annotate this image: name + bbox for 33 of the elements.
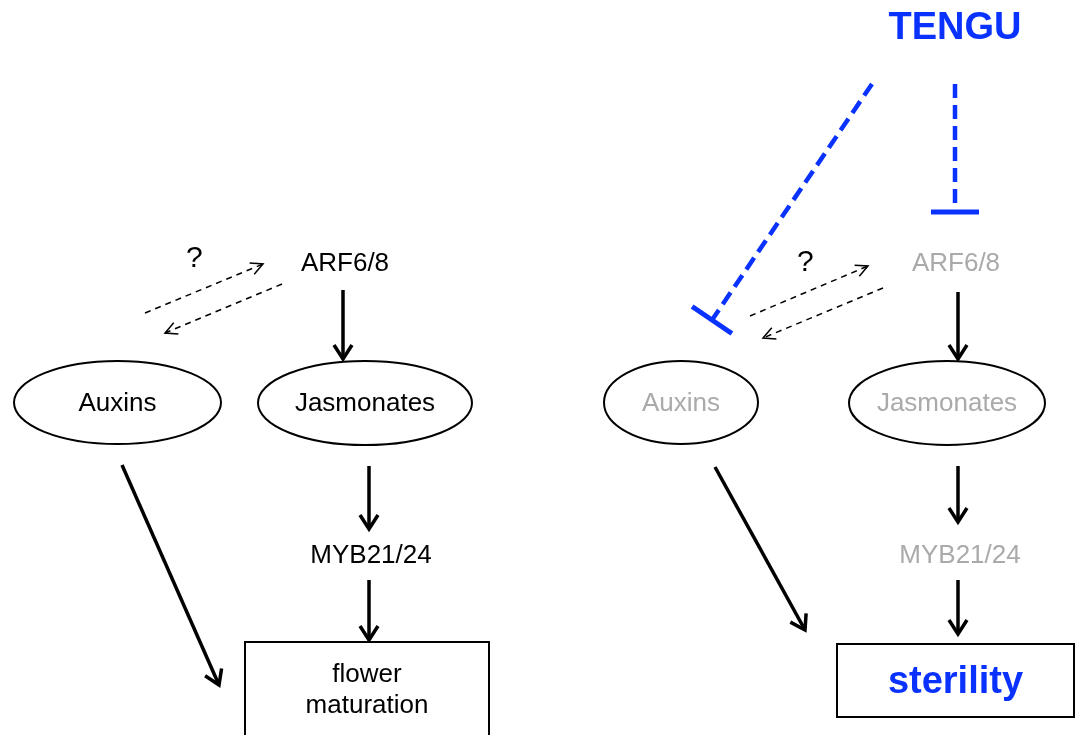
- question-mark-label: ?: [797, 244, 814, 278]
- node-text: Jasmonates: [876, 387, 1018, 419]
- dashed-arrow: [144, 262, 264, 314]
- outcome-box: [244, 641, 490, 735]
- hormone-ellipse: [257, 360, 473, 446]
- arrow: [947, 580, 969, 636]
- arrow: [120, 464, 224, 687]
- arrow: [713, 466, 808, 632]
- gene-label: TENGU: [870, 4, 1040, 50]
- node-text: flower maturation: [304, 657, 430, 721]
- arrow: [947, 466, 969, 524]
- node-text: sterility: [886, 657, 1025, 703]
- inhibition-line: [928, 84, 982, 215]
- hormone-ellipse: [603, 360, 759, 445]
- gene-label: MYB21/24: [884, 536, 1036, 574]
- hormone-ellipse: [13, 360, 222, 445]
- dashed-arrow: [762, 287, 884, 340]
- arrow: [332, 290, 354, 361]
- outcome-box: [836, 643, 1075, 718]
- node-text: Jasmonates: [294, 387, 436, 419]
- gene-label: ARF6/8: [290, 244, 400, 282]
- dashed-arrow: [749, 264, 869, 317]
- node-text: Auxins: [641, 386, 720, 419]
- arrow: [358, 466, 380, 531]
- question-mark-label: ?: [186, 240, 203, 274]
- gene-label: ARF6/8: [898, 244, 1014, 282]
- arrow: [947, 292, 969, 361]
- dashed-arrow: [164, 283, 283, 335]
- hormone-ellipse: [848, 360, 1046, 446]
- arrow: [358, 580, 380, 642]
- node-text: Auxins: [78, 386, 157, 419]
- inhibition-line: [689, 82, 874, 336]
- gene-label: MYB21/24: [298, 536, 444, 574]
